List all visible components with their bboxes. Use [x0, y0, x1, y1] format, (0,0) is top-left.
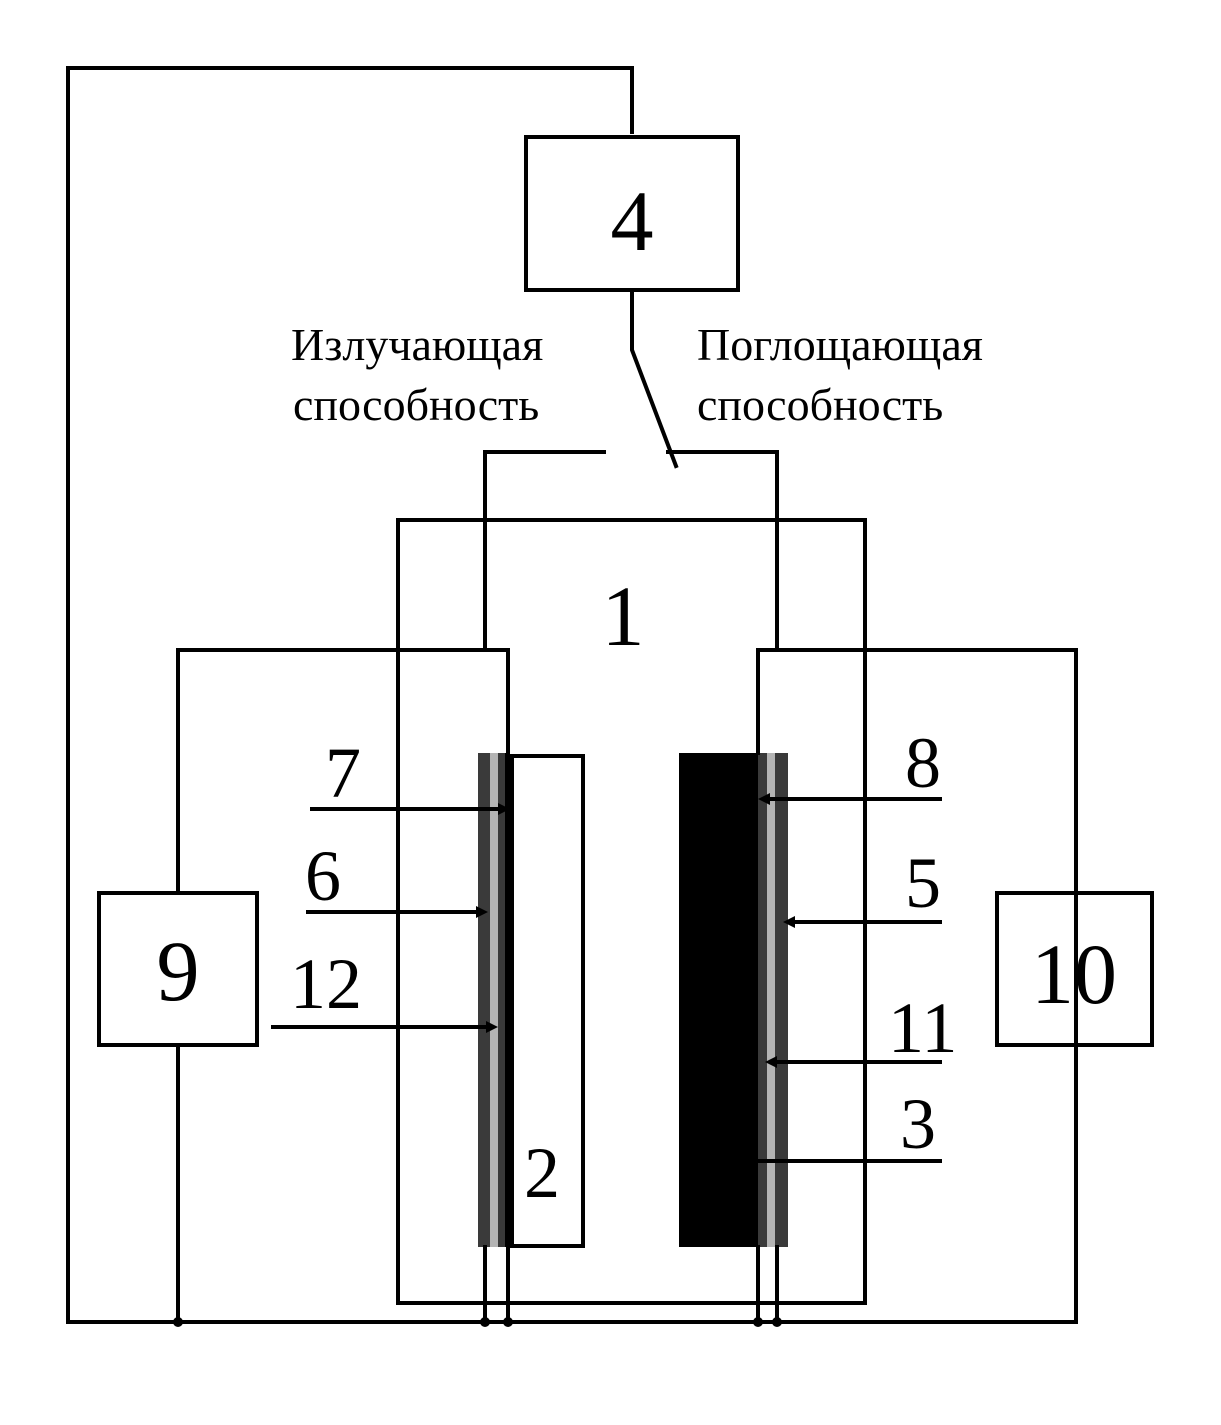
ref-12: 12 — [290, 944, 362, 1024]
switch-contact-left — [483, 450, 606, 652]
caption-emissivity-line2: способность — [293, 379, 539, 430]
block-9-label: 9 — [157, 923, 200, 1019]
leader-7-arrow — [498, 803, 510, 815]
leader-11-arrow — [765, 1056, 777, 1068]
junction-dot — [772, 1317, 782, 1327]
leader-6-arrow — [476, 906, 488, 918]
block-10-label: 10 — [1031, 926, 1117, 1022]
leader-5-arrow — [783, 916, 795, 928]
left-heater-inner — [490, 753, 498, 1247]
sample-2-label: 2 — [524, 1133, 560, 1213]
junction-dot — [173, 1317, 183, 1327]
switch-contact-right — [666, 450, 779, 652]
left-heater-film — [505, 753, 510, 1247]
ref-7: 7 — [325, 733, 361, 813]
ref-3: 3 — [900, 1084, 936, 1164]
wire-9-top — [176, 648, 510, 895]
black-body — [679, 753, 761, 1247]
ref-6: 6 — [305, 836, 341, 916]
junction-dot — [480, 1317, 490, 1327]
ref-8: 8 — [905, 723, 941, 803]
switch-arm — [630, 288, 679, 469]
block-9 — [97, 891, 259, 1047]
leader-12-arrow — [486, 1021, 498, 1033]
right-heater-inner — [767, 753, 775, 1247]
ref-5: 5 — [905, 843, 941, 923]
leader-8-arrow — [758, 793, 770, 805]
block-10 — [995, 891, 1154, 1047]
junction-dot — [753, 1317, 763, 1327]
caption-emissivity-line1: Излучающая — [291, 319, 543, 370]
junction-dot — [503, 1317, 513, 1327]
caption-absorptivity-line2: способность — [697, 379, 943, 430]
block-4-label: 4 — [611, 173, 654, 269]
chamber-1-label: 1 — [602, 568, 645, 664]
caption-absorptivity-line1: Поглощающая — [697, 319, 983, 370]
sample-2 — [510, 754, 585, 1248]
feedback-wire — [66, 66, 1078, 1324]
ref-11: 11 — [888, 988, 957, 1068]
wire-10-top — [756, 648, 1078, 895]
